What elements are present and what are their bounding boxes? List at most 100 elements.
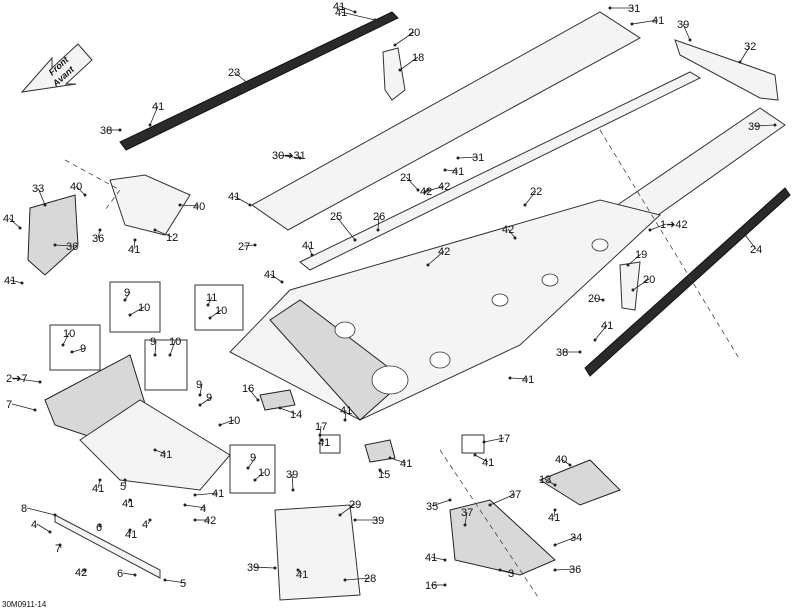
- callout-anchor-37: [743, 233, 747, 237]
- callout-leader-85: [36, 523, 51, 533]
- callout-anchor-9: [118, 128, 122, 132]
- callout-label-90: 4: [142, 519, 148, 531]
- callout-label-52: 9: [196, 379, 202, 391]
- callout-anchor-99: [128, 528, 132, 532]
- tunnel-deck-plate: [299, 71, 702, 271]
- callout-anchor-17: [83, 193, 87, 197]
- callout-anchor-27: [426, 263, 430, 267]
- callout-anchor-25: [416, 188, 420, 192]
- callout-label-80: 15: [378, 469, 390, 481]
- callout-anchor-26: [423, 190, 427, 194]
- pad-15: [364, 439, 396, 463]
- callout-anchor-20: [153, 228, 157, 232]
- callout-label-44: 20: [588, 293, 600, 305]
- callout-leader-47: [154, 340, 157, 356]
- callout-label-49: 41: [522, 374, 534, 386]
- callout-label-53: 9: [206, 392, 212, 404]
- hardware-box-17b: [319, 434, 341, 454]
- callout-leader-70: [489, 493, 516, 506]
- callout-anchor-34: [280, 280, 284, 284]
- callout-label-58: 17: [315, 421, 327, 433]
- callout-label-94: 6: [117, 568, 123, 580]
- callout-anchor-47: [153, 353, 157, 357]
- callout-label-14: 41: [228, 191, 240, 203]
- rear-suspension-arm: [449, 499, 556, 576]
- callout-anchor-22: [53, 243, 57, 247]
- callout-leader-7: [739, 45, 751, 63]
- callout-anchor-39: [128, 313, 132, 317]
- callout-label-51: 7: [6, 399, 12, 411]
- callout-label-11: 30➔31: [272, 150, 306, 162]
- callout-leader-73: [554, 536, 577, 546]
- callout-leader-3: [394, 31, 415, 46]
- callout-leader-11: [277, 154, 301, 159]
- callout-anchor-23: [18, 226, 22, 230]
- callout-leader-39: [129, 306, 145, 316]
- callout-leader-65: [544, 478, 556, 486]
- callout-leader-38: [124, 291, 131, 301]
- callout-anchor-92: [193, 493, 197, 497]
- callout-label-27: 42: [438, 246, 450, 258]
- callout-anchor-11: [298, 156, 302, 160]
- callout-anchor-2: [630, 22, 634, 26]
- callout-label-50: 2➔7: [6, 373, 27, 385]
- callout-anchor-28: [523, 203, 527, 207]
- callout-leader-25: [405, 176, 419, 191]
- callout-label-28: 22: [530, 186, 542, 198]
- callout-label-16: 33: [32, 183, 44, 195]
- callout-anchor-40: [206, 303, 210, 307]
- callout-label-43: 20: [643, 274, 655, 286]
- callout-label-77: 41: [296, 569, 308, 581]
- callout-label-38: 9: [124, 287, 130, 299]
- callout-anchor-94: [133, 573, 137, 577]
- callout-label-63: 41: [482, 457, 494, 469]
- dashed-guide-left: [64, 159, 121, 211]
- callout-anchor-21: [133, 238, 137, 242]
- callout-anchor-18: [178, 203, 182, 207]
- callout-anchor-97: [253, 478, 257, 482]
- callout-label-40: 11: [206, 292, 217, 304]
- callout-anchor-53: [198, 403, 202, 407]
- footrest-bar: [54, 514, 161, 579]
- drawing-code: 30M0911-14: [2, 600, 47, 609]
- callout-anchor-98: [83, 568, 87, 572]
- callout-anchor-10: [148, 123, 152, 127]
- callout-label-61: 41: [318, 437, 330, 449]
- callout-leader-45: [62, 332, 70, 346]
- callout-anchor-96: [246, 466, 250, 470]
- callout-anchor-88: [58, 543, 62, 547]
- callout-label-56: 14: [290, 409, 302, 421]
- callout-leader-41: [209, 309, 222, 319]
- callout-anchor-35: [426, 188, 430, 192]
- callout-anchor-64: [568, 463, 572, 467]
- callout-anchor-89: [128, 498, 132, 502]
- callout-label-65: 13: [539, 474, 551, 486]
- left-bracket: [27, 194, 79, 276]
- callout-leader-67: [291, 473, 294, 491]
- callout-anchor-85: [48, 530, 52, 534]
- callout-label-8: 41: [333, 1, 345, 13]
- callout-label-23: 41: [3, 213, 15, 225]
- callout-anchor-54: [218, 423, 222, 427]
- hardware-box-11-10: [194, 284, 244, 331]
- callout-leader-63: [474, 454, 489, 463]
- callout-leader-43: [632, 278, 650, 291]
- callout-anchor-0: [373, 18, 377, 22]
- callout-label-37: 24: [750, 244, 762, 256]
- callout-label-85: 4: [31, 519, 37, 531]
- callout-anchor-70: [488, 503, 492, 507]
- callout-anchor-15: [773, 123, 777, 127]
- callout-anchor-58: [318, 433, 322, 437]
- callout-anchor-44: [601, 298, 605, 302]
- callout-label-0: 41: [335, 7, 347, 19]
- callout-label-21: 41: [128, 244, 140, 256]
- callout-label-32: 41: [302, 240, 314, 252]
- callout-anchor-38: [123, 298, 127, 302]
- callout-label-47: 9: [150, 336, 156, 348]
- callout-label-64: 40: [555, 454, 567, 466]
- callout-label-45: 10: [63, 328, 75, 340]
- front-direction-arrow: Front Avant: [20, 43, 93, 93]
- callout-leader-83: [26, 507, 56, 516]
- callout-anchor-19: [98, 228, 102, 232]
